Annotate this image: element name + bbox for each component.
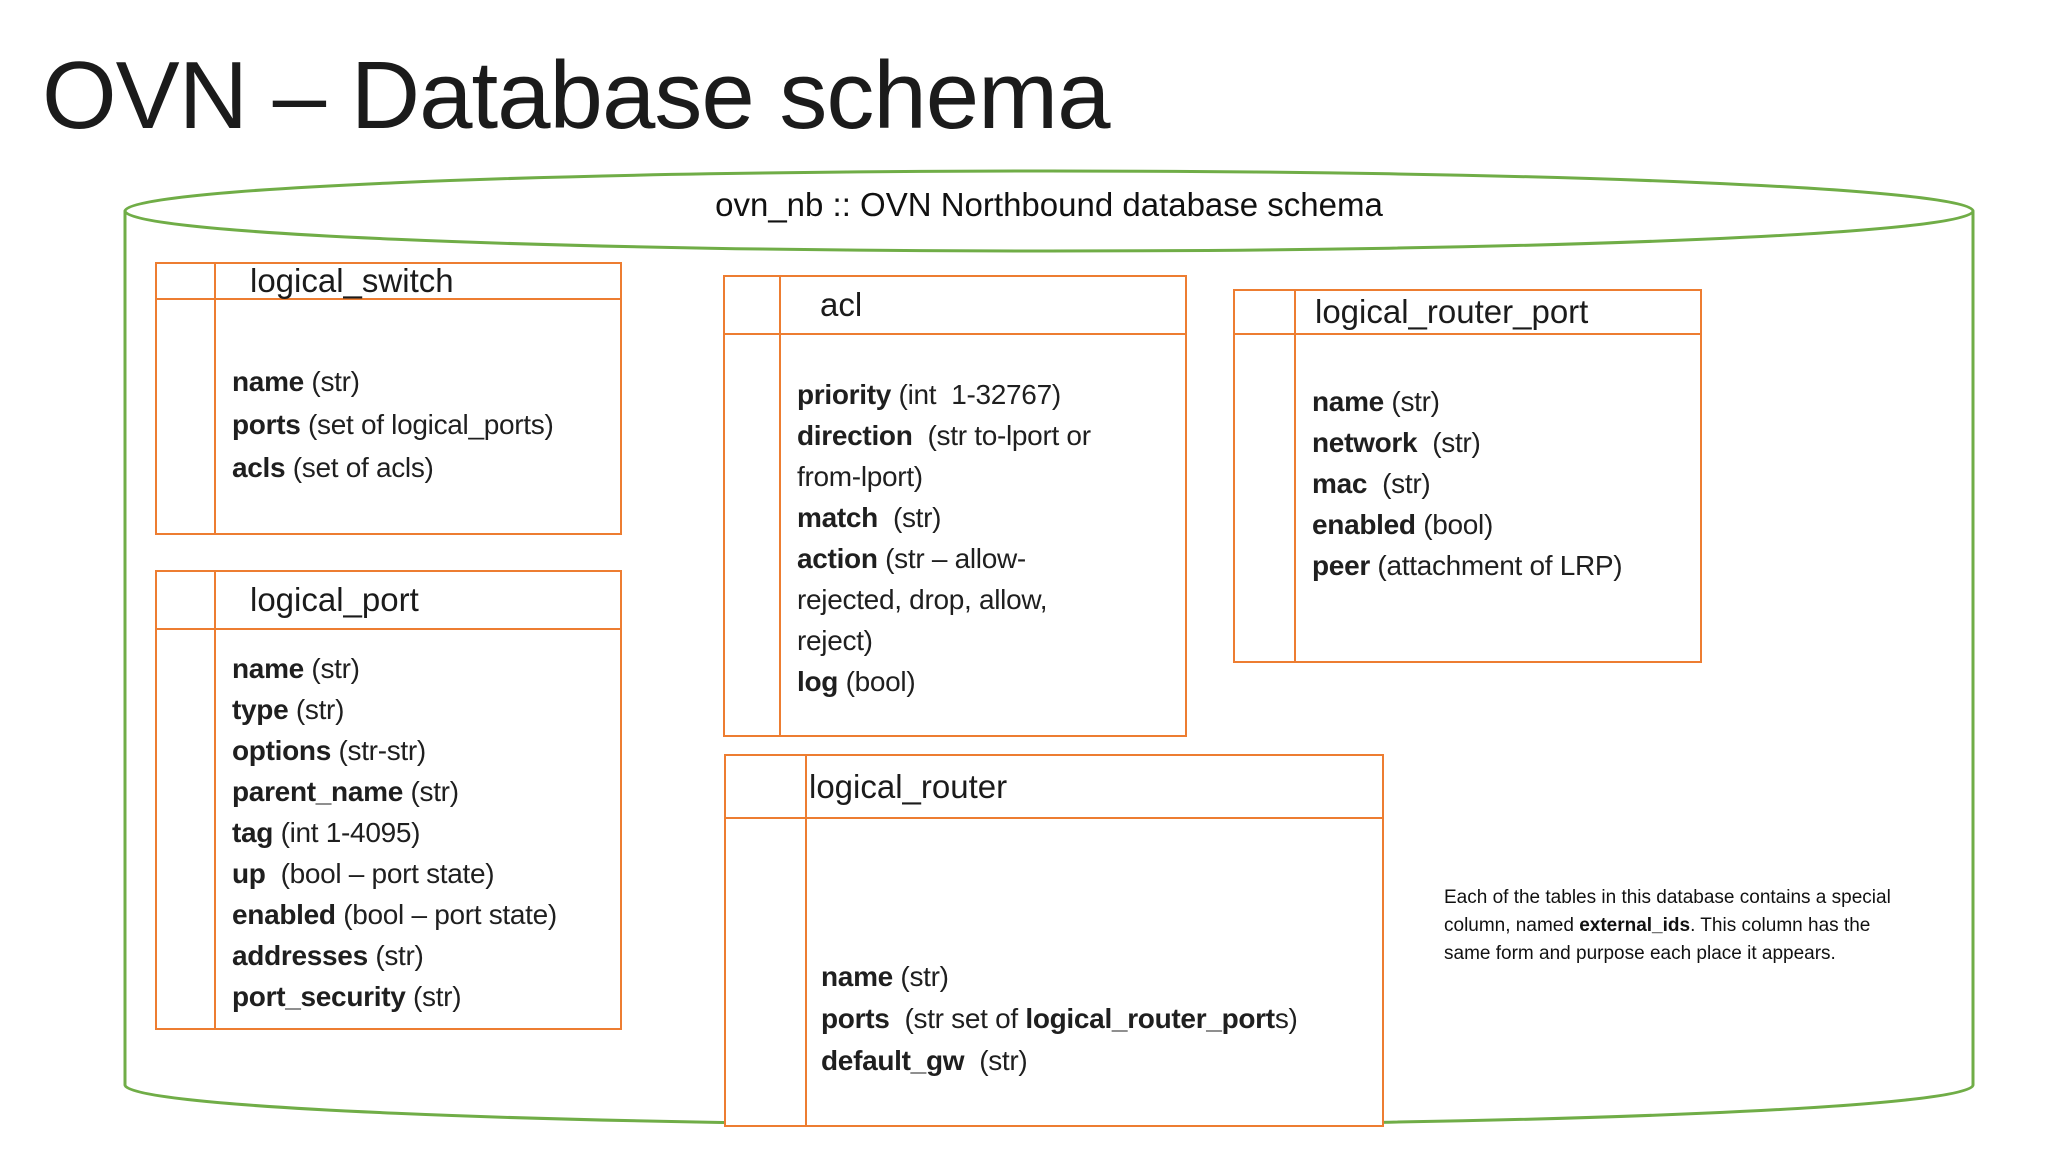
text-line: parent_name (str): [232, 776, 459, 807]
text-line: name (str): [1312, 386, 1440, 417]
key-column-divider: [1294, 291, 1296, 661]
table-fields: name (str) ports (set of logical_ports)ac…: [157, 300, 620, 489]
text-line: name (str): [821, 961, 949, 992]
key-column-divider: [779, 277, 781, 735]
table-acl: acl priority (int 1-32767) direction (str…: [723, 275, 1187, 737]
text-line: type (str): [232, 694, 345, 725]
table-header: logical_port: [157, 572, 620, 630]
table-logical-router: logical_router name (str) ports (str set …: [724, 754, 1384, 1127]
text-line: acls (set of acls): [232, 452, 434, 483]
table-fields: name (str) type (str) options (str-str) par…: [157, 630, 620, 1017]
text-line: enabled (bool): [1312, 509, 1493, 540]
table-title: logical_switch: [250, 262, 454, 299]
text-line: enabled (bool – port state): [232, 899, 557, 930]
text-line: log (bool): [797, 666, 916, 697]
text-line: options (str-str): [232, 735, 426, 766]
table-logical-port: logical_port name (str) type (str) options…: [155, 570, 622, 1030]
text-line: mac (str): [1312, 468, 1431, 499]
text-line: up (bool – port state): [232, 858, 495, 889]
table-header: acl: [725, 277, 1185, 335]
text-line: from-lport): [797, 461, 923, 492]
table-fields: name (str) network (str) mac (str) enabled …: [1235, 335, 1700, 586]
text-line: column, named external_ids. This column …: [1444, 915, 1871, 936]
text-line: reject): [797, 625, 873, 656]
text-line: name (str): [232, 653, 360, 684]
table-fields: name (str) ports (str set of logical_rout…: [726, 819, 1382, 1082]
table-title: logical_router: [809, 767, 1008, 805]
text-line: default_gw (str): [821, 1045, 1028, 1076]
text-line: peer (attachment of LRP): [1312, 550, 1623, 581]
page-title: OVN – Database schema: [42, 42, 1111, 149]
text-line: priority (int 1-32767): [797, 379, 1061, 410]
table-header: logical_router_port: [1235, 291, 1700, 335]
text-line: match (str): [797, 502, 942, 533]
table-title: logical_router_port: [1315, 293, 1589, 330]
table-logical-router-port: logical_router_port name (str) network (s…: [1233, 289, 1702, 663]
text-line: rejected, drop, allow,: [797, 584, 1048, 615]
key-column-divider: [805, 756, 807, 1125]
table-title: acl: [820, 286, 863, 323]
text-line: network (str): [1312, 427, 1481, 458]
text-line: addresses (str): [232, 940, 424, 971]
text-line: Each of the tables in this database cont…: [1444, 887, 1891, 908]
text-line: direction (str to-lport or: [797, 420, 1091, 451]
text-line: ports (set of logical_ports): [232, 409, 554, 440]
text-line: tag (int 1-4095): [232, 817, 421, 848]
table-fields: priority (int 1-32767) direction (str to-…: [725, 335, 1185, 702]
database-schema-label: ovn_nb :: OVN Northbound database schema: [715, 186, 1383, 223]
table-header: logical_router: [726, 756, 1382, 819]
key-column-divider: [214, 264, 216, 533]
text-line: same form and purpose each place it appe…: [1444, 943, 1836, 964]
external-ids-note: Each of the tables in this database cont…: [1444, 884, 1964, 968]
table-logical-switch: logical_switch name (str) ports (set of l…: [155, 262, 622, 535]
text-line: ports (str set of logical_router_ports): [821, 1003, 1298, 1034]
text-line: port_security (str): [232, 981, 462, 1012]
table-title: logical_port: [250, 581, 419, 618]
key-column-divider: [214, 572, 216, 1028]
table-header: logical_switch: [157, 262, 620, 300]
text-line: action (str – allow-: [797, 543, 1026, 574]
text-line: name (str): [232, 366, 360, 397]
